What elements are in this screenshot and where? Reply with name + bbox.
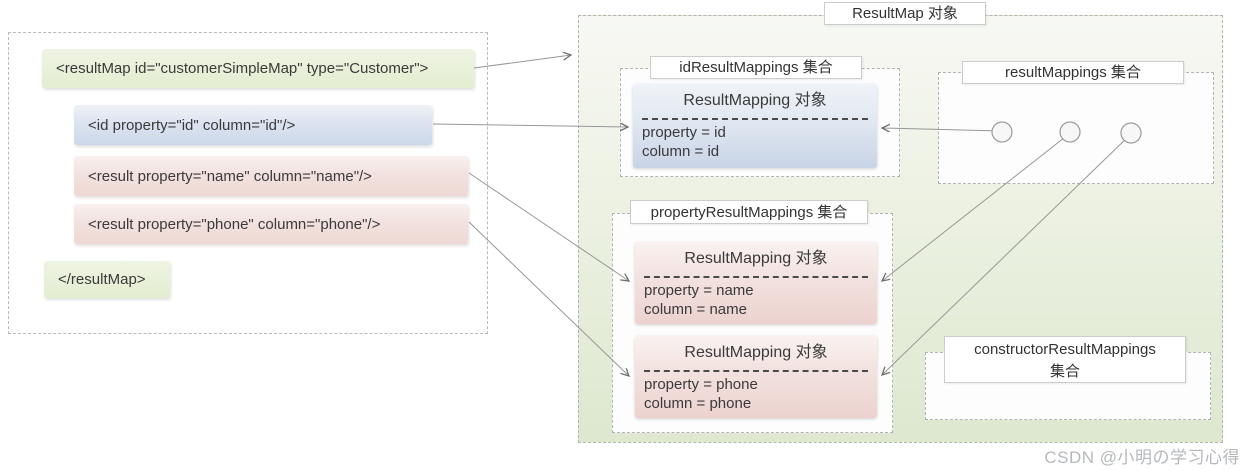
- constructor-label-line2: 集合: [1049, 363, 1080, 380]
- phone-resultmapping-object: ResultMapping 对象 property = phone column…: [635, 336, 877, 418]
- object-separator: [644, 276, 868, 278]
- xml-text: <id property="id" column="id"/>: [88, 116, 296, 134]
- xml-text: </resultMap>: [58, 271, 146, 288]
- object-title: ResultMapping 对象: [684, 344, 828, 361]
- id-collection-label: idResultMappings 集合: [650, 56, 862, 79]
- xml-text: <result property="name" column="name"/>: [88, 167, 372, 185]
- id-resultmapping-object: ResultMapping 对象 property = id column = …: [633, 84, 877, 168]
- object-title: ResultMapping 对象: [683, 92, 827, 109]
- object-separator: [642, 118, 868, 120]
- object-property-line: property = phone: [644, 376, 758, 393]
- name-resultmapping-object: ResultMapping 对象 property = name column …: [635, 242, 877, 324]
- xml-text: <result property="phone" column="phone"/…: [88, 215, 381, 233]
- object-property-line: property = id: [642, 124, 726, 141]
- xml-line-result-name: <result property="name" column="name"/>: [74, 156, 468, 196]
- xml-line-resultmap-open: <resultMap id="customerSimpleMap" type="…: [42, 49, 474, 88]
- constructor-collection-label: constructorResultMappings 集合: [944, 336, 1186, 383]
- object-property-line: property = name: [644, 282, 754, 299]
- property-collection-label: propertyResultMappings 集合: [630, 200, 868, 224]
- object-column-line: column = id: [642, 143, 720, 160]
- watermark: CSDN @小明の学习心得: [1044, 448, 1240, 467]
- xml-line-id: <id property="id" column="id"/>: [74, 105, 432, 145]
- xml-line-result-phone: <result property="phone" column="phone"/…: [74, 204, 468, 244]
- object-column-line: column = name: [644, 301, 747, 318]
- object-column-line: column = phone: [644, 395, 752, 412]
- arrow-resultmap-to-panel: [473, 55, 571, 69]
- result-collection-label: resultMappings 集合: [962, 61, 1184, 84]
- xml-text: <resultMap id="customerSimpleMap" type="…: [56, 60, 429, 77]
- result-mappings-collection: [938, 72, 1214, 184]
- resultmap-title-label: ResultMap 对象: [824, 2, 986, 25]
- object-title: ResultMapping 对象: [684, 250, 828, 267]
- xml-line-resultmap-close: </resultMap>: [44, 261, 170, 298]
- constructor-label-line1: constructorResultMappings: [974, 341, 1156, 358]
- object-separator: [644, 370, 868, 372]
